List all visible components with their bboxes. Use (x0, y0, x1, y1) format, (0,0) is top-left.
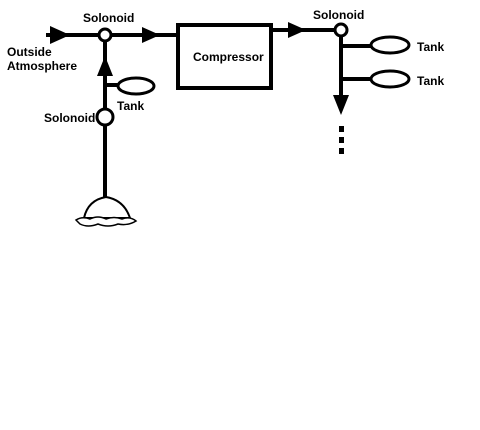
solenoid-left-icon (95, 107, 115, 127)
arrow-to-compressor (142, 27, 160, 43)
arrow-distribution-down (333, 95, 349, 115)
source-mound-icon (74, 195, 138, 227)
arrow-from-compressor (288, 22, 306, 38)
solenoid-top-left-icon (97, 27, 113, 43)
outside-label-line2: Atmosphere (7, 59, 77, 73)
solenoid-right-label: Solonoid (313, 8, 364, 22)
compressor-label: Compressor (193, 50, 264, 64)
tank-left-icon (116, 76, 156, 96)
tank-left-label: Tank (117, 99, 144, 113)
solenoid-right-icon (333, 22, 349, 38)
solenoid-top-left-label: Solonoid (83, 11, 134, 25)
solenoid-left-label: Solonoid (44, 111, 95, 125)
tank-right-lower-label: Tank (417, 74, 444, 88)
compressor-box (176, 23, 273, 90)
tank-right-upper-icon (369, 35, 411, 55)
continuation-dots (339, 126, 344, 154)
arrow-supply-up (97, 56, 113, 76)
arrow-intake (50, 26, 70, 44)
outside-label-line1: Outside (7, 45, 52, 59)
tank-right-lower-icon (369, 69, 411, 89)
tank-right-upper-label: Tank (417, 40, 444, 54)
